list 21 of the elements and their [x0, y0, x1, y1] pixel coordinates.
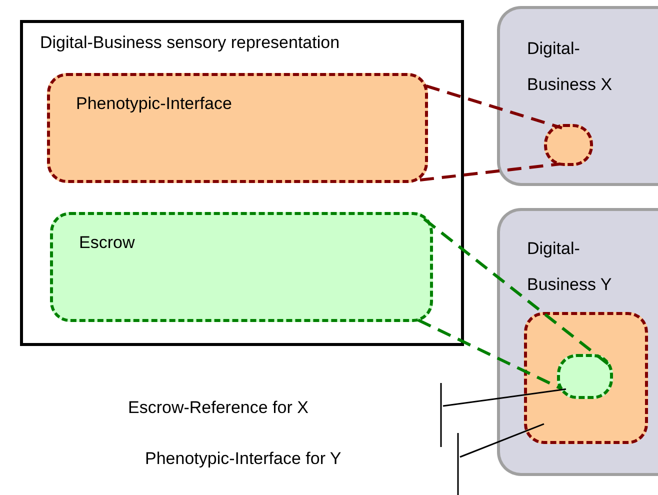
rounded-panel [497, 208, 658, 476]
dashed-rounded-box [524, 312, 648, 444]
leader-line [460, 423, 544, 458]
rounded-panel [497, 6, 658, 186]
box-title: Escrow [79, 233, 135, 253]
box-title: Digital-Business sensory representation [40, 33, 340, 53]
leader-line [442, 388, 566, 407]
dashed-connector [417, 318, 563, 390]
box-title: Phenotypic-Interface [76, 94, 232, 114]
dashed-connector [426, 84, 562, 130]
annotation-text: Escrow-Reference for X [128, 398, 308, 418]
dashed-rounded-box [544, 124, 593, 166]
dashed-connector [420, 162, 560, 182]
dashed-rounded-box [557, 354, 613, 399]
annotation-text: Phenotypic-Interface for Y [145, 449, 342, 469]
frame-box [20, 20, 464, 346]
dashed-connector [423, 218, 609, 366]
dashed-rounded-box [47, 73, 428, 183]
dashed-rounded-box [50, 212, 433, 322]
box-title: Digital- Business X [527, 38, 614, 96]
box-title: Digital- Business Y [527, 238, 613, 296]
